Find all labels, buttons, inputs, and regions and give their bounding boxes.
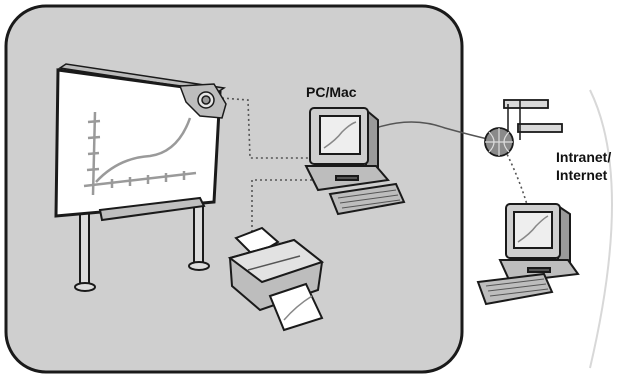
network-connector-top [504, 100, 548, 108]
globe-grid [485, 128, 513, 156]
remote-keyboard [478, 274, 552, 304]
network-globe [485, 100, 562, 156]
whiteboard-right-foot [189, 262, 209, 270]
network-connector-bottom [518, 124, 562, 132]
remote-floppy-slot [528, 268, 550, 272]
remote-computer [478, 204, 578, 304]
cable-network-to-workstation [505, 150, 528, 208]
local-floppy-slot [336, 176, 358, 180]
pc-mac-label: PC/Mac [306, 84, 357, 100]
whiteboard-left-leg [80, 210, 89, 285]
network-label-line1: Intranet/ [556, 149, 611, 165]
network-boundary-arc [590, 90, 612, 368]
whiteboard-left-foot [75, 283, 95, 291]
whiteboard-right-leg [194, 205, 203, 265]
network-label-line2: Internet [556, 167, 608, 183]
